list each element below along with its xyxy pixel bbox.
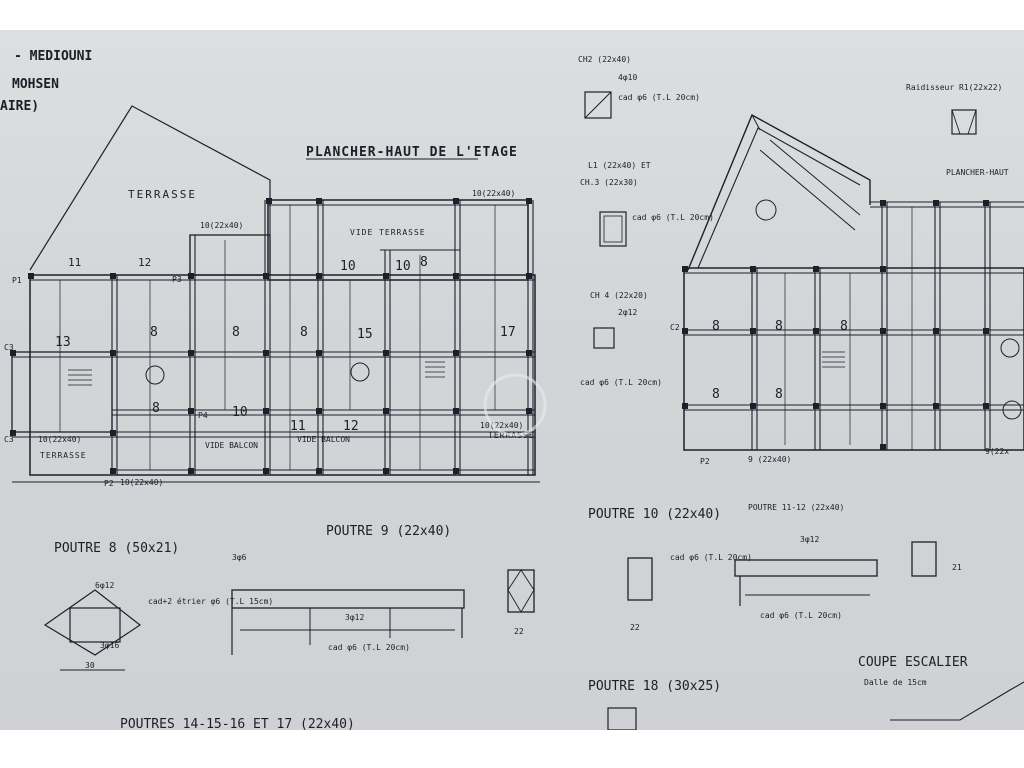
right-beam-bottom: 9 (22x40) bbox=[748, 455, 791, 464]
beam-top-mid: 10(22x40) bbox=[472, 189, 515, 198]
label-15: 15 bbox=[357, 327, 373, 342]
dalle-label: Dalle de 15cm bbox=[864, 678, 927, 687]
right-slab-8d: 8 bbox=[775, 387, 783, 402]
col-p3: P3 bbox=[172, 275, 182, 284]
upper-small-block bbox=[189, 234, 271, 276]
slab-8b: 8 bbox=[232, 325, 240, 340]
right-slab-8c: 8 bbox=[775, 319, 783, 334]
terrace-top-label: TERRASSE bbox=[128, 188, 197, 201]
ch4-bars: 2φ12 bbox=[618, 308, 637, 317]
right-wedge-outline bbox=[687, 114, 871, 271]
owner-name: - MEDIOUNI bbox=[14, 49, 92, 64]
plan-left-outline bbox=[29, 274, 536, 476]
beam-bottom-1: 10(22x40) bbox=[38, 435, 81, 444]
terrace-outline bbox=[29, 105, 271, 271]
right-col-p2: P2 bbox=[700, 457, 710, 466]
poutre10-dim: 22 bbox=[630, 623, 640, 632]
beam-sections: POUTRE 8 (50x21) 30 6φ12 3φ16 cad+2 étri… bbox=[43, 503, 1024, 730]
poutre10-title: POUTRE 10 (22x40) bbox=[588, 507, 721, 522]
slab-8d: 8 bbox=[300, 325, 308, 340]
vide-balcon-label-1: VIDE BALCON bbox=[205, 441, 258, 450]
poutre8-dim: 30 bbox=[85, 661, 95, 670]
section-ch2: CH2 (22x40) bbox=[578, 55, 631, 64]
col-c3a: C3 bbox=[4, 343, 14, 352]
scan-watermark bbox=[483, 373, 547, 437]
col-p1: P1 bbox=[12, 276, 22, 285]
poutres-14-17-title: POUTRES 14-15-16 ET 17 (22x40) bbox=[120, 717, 355, 730]
label-10b: 10 bbox=[395, 259, 411, 274]
slab-marker-2 bbox=[350, 362, 370, 382]
label-10a: 10 bbox=[340, 259, 356, 274]
right-plan-title: PLANCHER-HAUT bbox=[946, 168, 1009, 177]
col-c3b: C3 bbox=[4, 435, 14, 444]
poutre11-12-bars: 3φ12 bbox=[800, 535, 819, 544]
left-floor-plan: TERRASSE PLANCHER-HAUT DE L'ETAGE bbox=[4, 105, 540, 488]
label-13: 13 bbox=[55, 335, 71, 350]
label-17: 17 bbox=[500, 325, 516, 340]
poutre8-cad: cad+2 étrier φ6 (T.L 15cm) bbox=[148, 596, 273, 606]
section3-dim: 22 bbox=[514, 627, 524, 636]
owner-role: AIRE) bbox=[0, 99, 39, 114]
poutre11-12-title: POUTRE 11-12 (22x40) bbox=[748, 503, 844, 512]
owner-firstname: MOHSEN bbox=[12, 77, 59, 92]
plan-right-outline bbox=[683, 267, 1024, 451]
ch2-bars: 4φ10 bbox=[618, 73, 637, 82]
label-12b: 12 bbox=[343, 419, 359, 434]
section-ch4: CH 4 (22x20) bbox=[590, 291, 648, 300]
coupe-escalier-title: COUPE ESCALIER bbox=[858, 655, 968, 670]
beam-bottom-2: 10(22x40) bbox=[120, 478, 163, 487]
section-ch3: CH.3 (22x30) bbox=[580, 178, 638, 187]
poutre9-title: POUTRE 9 (22x40) bbox=[326, 524, 451, 539]
terrace-left-frame bbox=[11, 351, 113, 433]
col-p4: P4 bbox=[198, 411, 208, 420]
beam-top-left: 10(22x40) bbox=[200, 221, 243, 230]
ch3-cad: cad φ6 (T.L 20cm) bbox=[632, 213, 714, 222]
slab-marker-1 bbox=[145, 365, 165, 385]
right-slab-8b: 8 bbox=[712, 387, 720, 402]
label-10c: 10 bbox=[232, 405, 248, 420]
col-p2: P2 bbox=[104, 479, 114, 488]
right-col-c2: C2 bbox=[670, 323, 680, 332]
slab-8c: 8 bbox=[152, 401, 160, 416]
sections-top-middle: CH2 (22x40) cad φ6 (T.L 20cm) 4φ10 L1 (2… bbox=[578, 55, 714, 387]
poutre18-title: POUTRE 18 (30x25) bbox=[588, 679, 721, 694]
vide-balcon-label-2: VIDE BALCON bbox=[297, 435, 350, 444]
section-dim-21: 21 bbox=[952, 563, 962, 572]
terrace-left-label: TERRASSE bbox=[40, 451, 87, 460]
poutre9-cad: cad φ6 (T.L 20cm) bbox=[328, 643, 410, 652]
vide-terrasse-label: VIDE TERRASSE bbox=[350, 228, 426, 237]
label-11b: 11 bbox=[290, 419, 306, 434]
blueprint-sheet: - MEDIOUNI MOHSEN AIRE) TERRASSE PLANCHE… bbox=[0, 30, 1024, 730]
poutre9-bars-a: 3φ6 bbox=[232, 553, 247, 562]
label-11: 11 bbox=[68, 256, 81, 269]
structural-drawing: - MEDIOUNI MOHSEN AIRE) TERRASSE PLANCHE… bbox=[0, 49, 1024, 730]
ch2-cad: cad φ6 (T.L 20cm) bbox=[618, 93, 700, 102]
plan-left-title: PLANCHER-HAUT DE L'ETAGE bbox=[306, 145, 518, 160]
poutre11-12-cad: cad φ6 (T.L 20cm) bbox=[760, 611, 842, 620]
right-slab-8e: 8 bbox=[840, 319, 848, 334]
right-beam-bottom-right: 9(22x bbox=[985, 447, 1009, 456]
raidisseur-label: Raidisseur R1(22x22) bbox=[906, 83, 1002, 92]
right-floor-plan: 8 8 8 8 8 9 (22x40) 9(22x C2 P2 PLANCHER… bbox=[670, 83, 1024, 466]
slab-8e: 8 bbox=[420, 255, 428, 270]
poutre8-top-bars: 6φ12 bbox=[95, 581, 114, 590]
ch4-cad: cad φ6 (T.L 20cm) bbox=[580, 378, 662, 387]
poutre10-cad: cad φ6 (T.L 20cm) bbox=[670, 553, 752, 562]
beam-bottom-right: 10(22x40) bbox=[480, 421, 523, 430]
poutre8-bottom-bars: 3φ16 bbox=[100, 641, 119, 650]
slab-8a: 8 bbox=[150, 325, 158, 340]
right-slab-8a: 8 bbox=[712, 319, 720, 334]
poutre9-bars-b: 3φ12 bbox=[345, 613, 364, 622]
section-l1: L1 (22x40) ET bbox=[588, 161, 651, 170]
poutre8-title: POUTRE 8 (50x21) bbox=[54, 541, 179, 556]
label-12a: 12 bbox=[138, 256, 151, 269]
